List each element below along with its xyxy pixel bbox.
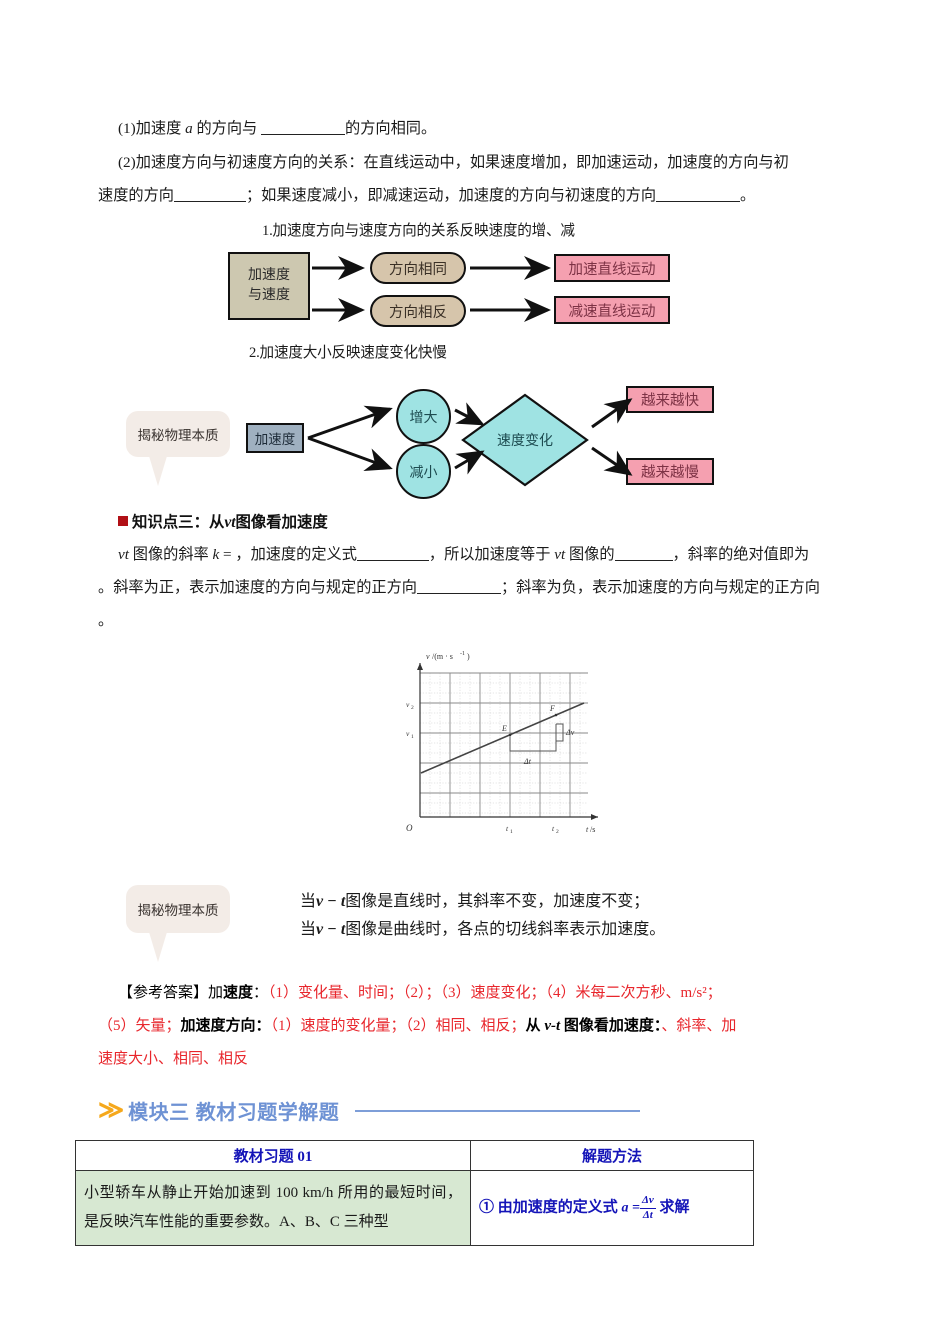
svg-text:Δv: Δv — [565, 728, 575, 737]
physics-note-line-1: 当v − t图像是直线时，其斜率不变，加速度不变； — [300, 893, 650, 910]
diagram-1-source-box: 加速度 与速度 — [228, 252, 310, 320]
module-title: 模块三 教材习题学解题 — [128, 1102, 340, 1124]
diagram-2-diamond: 速度变化 — [460, 392, 590, 488]
kp-suffix: 图像看加速度 — [235, 514, 328, 531]
diagram-2-result-faster: 越来越快 — [626, 386, 714, 413]
svg-text:Δt: Δt — [523, 757, 532, 766]
diagram-2-circle-increase: 增大 — [396, 389, 451, 444]
formula-numerator: Δv — [640, 1194, 656, 1209]
svg-text:): ) — [467, 652, 470, 661]
diagram-1-arrows — [312, 256, 551, 322]
svg-text:t: t — [586, 825, 589, 834]
knowledge-point-heading: 知识点三：从vt图像看加速度 — [118, 510, 328, 532]
diagram-2-circle-decrease: 减小 — [396, 444, 451, 499]
diagram-2-source-box: 加速度 — [246, 423, 304, 453]
svg-text:-1: -1 — [460, 651, 465, 657]
answer-line-3: 速度大小、相同、相反 — [98, 1051, 249, 1067]
module-rule — [355, 1110, 640, 1112]
double-chevron-icon: ≫ — [98, 1097, 124, 1124]
diagram-1-result-accel: 加速直线运动 — [554, 254, 670, 282]
para-2-text: (2)加速度方向与初速度方向的关系：在直线运动中，如果速度增加，即加速运动，加速… — [118, 154, 789, 171]
fill-blank[interactable] — [356, 560, 429, 561]
fill-blank[interactable] — [261, 134, 346, 135]
svg-text:/s: /s — [590, 825, 595, 834]
kp-prefix: 知识点三：从 — [132, 514, 225, 531]
svg-text:2: 2 — [556, 829, 559, 835]
table-row: 小型轿车从静止开始加速到 100 km/h 所用的最短时间，是反映汽车性能的重要… — [75, 1170, 754, 1246]
kp-body-line-2: 。斜率为正，表示加速度的方向与规定的正方向；斜率为负，表示加速度的方向与规定的正… — [98, 579, 820, 596]
diagram-1-pill-opposite: 方向相反 — [370, 295, 466, 327]
diagram-2-arrows — [307, 398, 633, 476]
fill-blank[interactable] — [173, 201, 246, 202]
answer-line-1: 【参考答案】加速度：（1）变化量、时间；（2）；（3）速度变化；（4）米每二次方… — [118, 985, 722, 1001]
question-cell: 小型轿车从静止开始加速到 100 km/h 所用的最短时间，是反映汽车性能的重要… — [75, 1170, 471, 1246]
physics-note-line-2: 当v − t图像是曲线时，各点的切线斜率表示加速度。 — [300, 921, 666, 938]
svg-text:v: v — [406, 700, 410, 709]
physics-note-callout: 揭秘物理本质 — [126, 885, 230, 933]
diagram-2-callout-tail — [149, 456, 167, 486]
table-header-question: 教材习题 01 — [75, 1140, 471, 1171]
answer-line-2: （5）矢量；加速度方向：（1）速度的变化量；（2）相同、相反；从 v-t 图像看… — [98, 1018, 737, 1034]
paragraph-2-cont: 速度的方向；如果速度减小，即减速运动，加速度的方向与初速度的方向。 — [98, 187, 756, 204]
source-line-2: 与速度 — [248, 288, 290, 303]
diamond-label: 速度变化 — [497, 434, 553, 449]
method-prefix: ① 由加速度的定义式 — [479, 1199, 618, 1216]
vt-graph: v /(m · s -1 ) v 2 v 1 E F Δv Δt O t 1 t… — [398, 645, 618, 845]
svg-text:v: v — [426, 652, 430, 661]
module-header: ≫ 模块三 教材习题学解题 — [98, 1096, 339, 1125]
physics-note-callout-tail — [149, 932, 167, 962]
diagram-2-result-slower: 越来越慢 — [626, 458, 714, 485]
kp-body-line-3: 。 — [98, 612, 114, 629]
method-suffix: 求解 — [659, 1199, 690, 1216]
diagram-2-callout: 揭秘物理本质 — [126, 411, 230, 457]
svg-text:E: E — [501, 724, 507, 733]
kp-italic: vt — [224, 514, 236, 531]
svg-text:2: 2 — [411, 705, 414, 711]
table-header-row: 教材习题 01 解题方法 — [75, 1140, 754, 1171]
diagram-1-caption: 1.加速度方向与速度方向的关系反映速度的增、减 — [262, 223, 575, 239]
paragraph-1: (1)加速度 a 的方向与 的方向相同。 — [118, 112, 838, 145]
svg-text:O: O — [406, 823, 413, 833]
bullet-square-icon — [118, 516, 128, 526]
kp-body-line-1: vt 图像的斜率 k = ，加速度的定义式，所以加速度等于 vt 图像的，斜率的… — [118, 546, 810, 563]
diagram-1-result-decel: 减速直线运动 — [554, 296, 670, 324]
formula-lhs: a = — [621, 1200, 640, 1216]
diagram-2-caption: 2.加速度大小反映速度变化快慢 — [249, 345, 447, 361]
svg-text:1: 1 — [510, 829, 513, 835]
formula-denominator: Δt — [642, 1208, 653, 1221]
svg-text:F: F — [549, 704, 555, 713]
fill-blank[interactable] — [416, 593, 501, 594]
para-1-text: (1)加速度 a 的方向与 的方向相同。 — [118, 120, 437, 137]
svg-text:/(m · s: /(m · s — [432, 652, 453, 661]
paragraph-2: (2)加速度方向与初速度方向的关系：在直线运动中，如果速度增加，即加速运动，加速… — [118, 146, 862, 179]
table-header-method: 解题方法 — [470, 1140, 754, 1171]
svg-text:v: v — [406, 729, 410, 738]
svg-text:t: t — [506, 824, 509, 833]
fill-blank[interactable] — [614, 560, 673, 561]
svg-text:1: 1 — [411, 734, 414, 740]
question-text: 小型轿车从静止开始加速到 100 km/h 所用的最短时间，是反映汽车性能的重要… — [84, 1185, 462, 1230]
exercise-table: 教材习题 01 解题方法 小型轿车从静止开始加速到 100 km/h 所用的最短… — [75, 1140, 754, 1246]
svg-text:t: t — [552, 824, 555, 833]
diagram-1-pill-same: 方向相同 — [370, 252, 466, 284]
source-line-1: 加速度 — [248, 268, 290, 283]
fill-blank[interactable] — [656, 201, 740, 202]
